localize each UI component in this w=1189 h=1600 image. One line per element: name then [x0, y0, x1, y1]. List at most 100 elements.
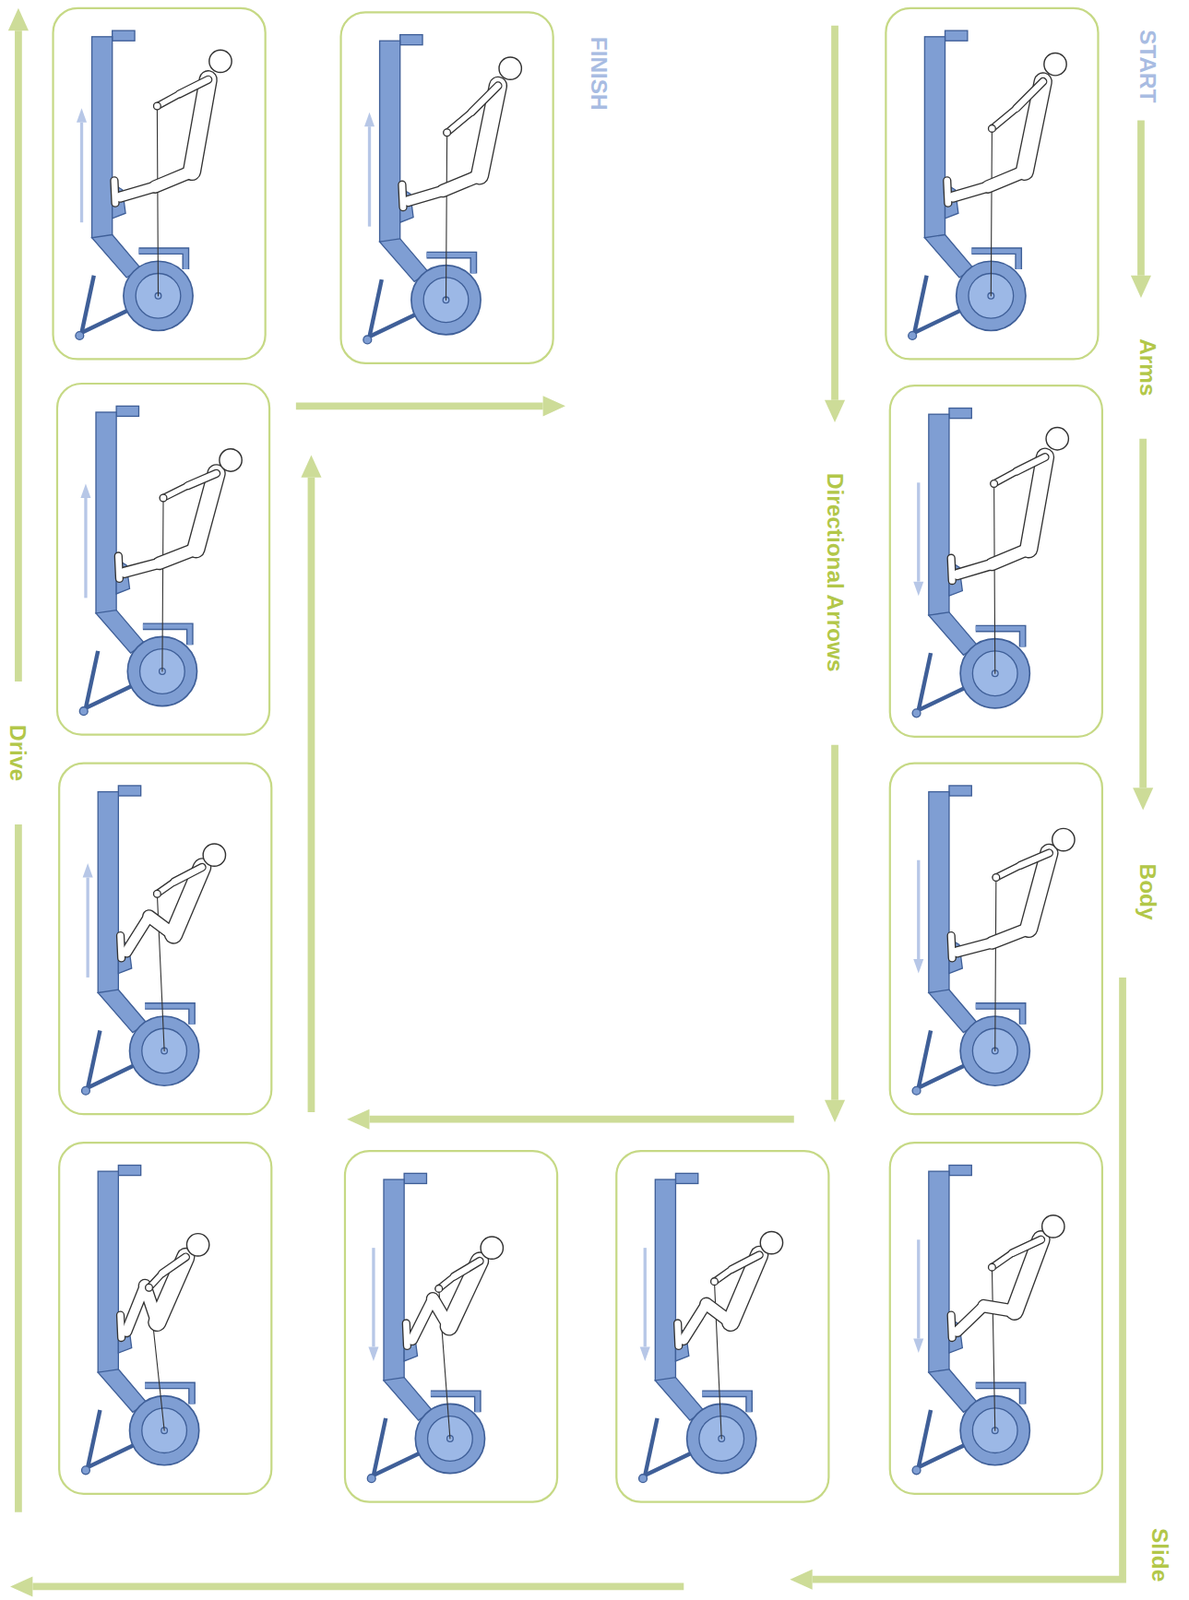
- phase-label: Slide: [1145, 1524, 1173, 1587]
- arm-outline: [174, 867, 203, 881]
- arm-outline: [179, 79, 209, 94]
- body-fill: [120, 936, 122, 959]
- arm-fill: [731, 1255, 760, 1270]
- body-outline: [412, 1298, 433, 1340]
- skier-figure: [912, 408, 1069, 718]
- body-fill: [951, 936, 952, 959]
- platform: [928, 414, 950, 616]
- arrow-head: [913, 959, 924, 974]
- arm-outline: [1016, 82, 1044, 109]
- support-leg: [85, 651, 98, 709]
- arm-fill: [453, 1261, 480, 1278]
- body-outline: [126, 916, 149, 953]
- head: [1046, 428, 1069, 451]
- end-handle: [945, 30, 968, 41]
- body-fill: [683, 1304, 706, 1341]
- arrow-head: [789, 1569, 812, 1591]
- body-outline: [951, 936, 952, 959]
- body-fill: [412, 1298, 433, 1340]
- wheel: [363, 335, 372, 345]
- flow-line: [308, 477, 316, 1113]
- skier-figure: [639, 1173, 784, 1483]
- body-outline: [118, 556, 119, 579]
- flow-line: [14, 30, 23, 682]
- body-fill: [156, 1257, 186, 1323]
- flow-line: [1139, 439, 1147, 788]
- end-handle: [116, 405, 139, 417]
- wheel: [639, 1474, 648, 1484]
- platform: [924, 36, 945, 238]
- end-handle: [949, 408, 972, 419]
- head: [209, 49, 232, 72]
- body-outline: [114, 180, 116, 203]
- flow-line: [368, 126, 371, 226]
- panel-frame: [890, 763, 1103, 1116]
- flow-line: [916, 860, 920, 960]
- end-handle: [949, 1165, 972, 1177]
- support-leg: [918, 653, 931, 711]
- support-leg: [914, 275, 927, 333]
- body-outline: [683, 1304, 706, 1341]
- flow-line: [1137, 120, 1145, 276]
- cable: [990, 128, 992, 296]
- arm-fill: [179, 79, 209, 94]
- arrow-head: [80, 483, 91, 498]
- support-leg: [87, 1410, 100, 1468]
- wheel: [82, 1086, 91, 1095]
- flow-line: [80, 122, 84, 223]
- body-fill: [114, 180, 116, 203]
- arm-outline: [447, 112, 473, 133]
- flow-line: [831, 745, 839, 1101]
- body-outline: [120, 1315, 122, 1338]
- skier-figure: [367, 1173, 503, 1483]
- panel-frame: [59, 763, 272, 1116]
- end-handle: [949, 785, 972, 797]
- arrow-head: [824, 1100, 845, 1123]
- platform: [928, 792, 950, 994]
- arrow-head: [543, 395, 566, 417]
- panel-frame: [885, 8, 1098, 360]
- hand: [992, 874, 1000, 882]
- arm-fill: [1020, 853, 1049, 866]
- arm-outline: [1016, 457, 1046, 472]
- end-handle: [400, 35, 423, 46]
- skier-figure: [75, 30, 232, 340]
- platform: [654, 1179, 676, 1381]
- arm-fill: [1016, 457, 1046, 472]
- support-leg: [369, 279, 382, 337]
- body-outline: [730, 1255, 760, 1323]
- body-fill: [947, 180, 949, 203]
- body-fill: [730, 1255, 760, 1323]
- wheel: [367, 1474, 376, 1484]
- support-leg: [373, 1418, 386, 1476]
- arrow-head: [1130, 275, 1152, 298]
- platform: [97, 1171, 119, 1373]
- hand: [145, 1284, 154, 1292]
- arm-outline: [1012, 1239, 1042, 1253]
- support-leg: [87, 1030, 100, 1088]
- arrow-head: [824, 400, 845, 423]
- phase-label: Arms: [1133, 334, 1161, 401]
- head: [186, 1234, 209, 1257]
- flow-line: [85, 878, 89, 978]
- wheel: [912, 1086, 921, 1095]
- skier-figure: [82, 1165, 210, 1475]
- panel-frame: [53, 8, 266, 360]
- phase-label: Body: [1133, 859, 1161, 925]
- wheel: [912, 1466, 921, 1475]
- end-handle: [118, 785, 141, 797]
- panel-frame: [341, 11, 554, 364]
- arm-fill: [447, 112, 473, 133]
- cable: [156, 106, 158, 297]
- platform: [92, 36, 113, 238]
- end-handle: [404, 1173, 427, 1184]
- start-label: START: [1133, 25, 1161, 108]
- arrow-head: [8, 8, 29, 31]
- arrow-head: [76, 107, 87, 122]
- panel-frame: [890, 385, 1103, 738]
- flow-line: [14, 824, 23, 1513]
- arm-outline: [991, 107, 1017, 129]
- body-outline: [173, 867, 203, 935]
- head: [480, 1236, 503, 1260]
